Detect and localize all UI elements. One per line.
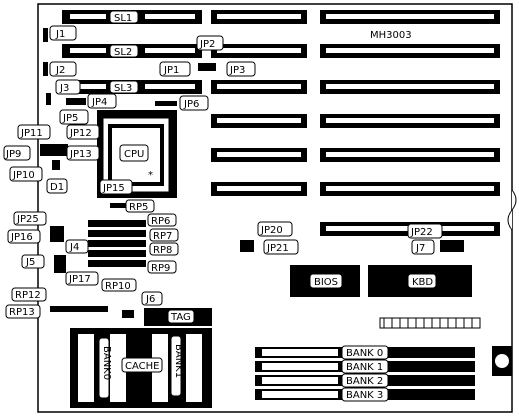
jumper-cluster-left: JP11 JP12 JP9 JP13 JP10 D1 bbox=[3, 124, 100, 194]
slot-sl2: SL2 bbox=[62, 44, 202, 58]
simm-bank-2: BANK 2 bbox=[255, 373, 475, 388]
jumper-jp22-j7: JP22 J7 bbox=[407, 223, 464, 255]
connector-j6-tag: J6 TAG bbox=[122, 291, 212, 326]
bank-3-label: BANK 3 bbox=[346, 390, 383, 401]
d1-label: D1 bbox=[50, 182, 64, 193]
board-model-label: MH3003 bbox=[370, 30, 412, 41]
connector-j2: J2 bbox=[43, 61, 77, 77]
resistor-pack-rp12-rp13: RP12 RP13 bbox=[5, 287, 108, 319]
cache-label: CACHE bbox=[125, 361, 159, 372]
jp1-label: JP1 bbox=[163, 65, 179, 76]
kbd-label: KBD bbox=[412, 277, 433, 288]
jp20-label: JP20 bbox=[260, 225, 283, 236]
jumper-jp15: JP15 bbox=[99, 179, 133, 208]
bios-chip: BIOS bbox=[290, 265, 360, 297]
slot-sl1: SL1 bbox=[62, 10, 202, 24]
slot-sl3: SL3 bbox=[62, 80, 202, 94]
j4-label: J4 bbox=[69, 242, 79, 253]
rp9-label: RP9 bbox=[151, 263, 170, 274]
bracket-notch bbox=[507, 189, 517, 231]
bank1-vertical-label: BANK1 bbox=[173, 344, 184, 378]
resistor-packs: RP5 RP6 RP7 RP8 RP9 RP10 bbox=[88, 199, 179, 292]
bank-2-label: BANK 2 bbox=[346, 376, 383, 387]
connector-j1: J1 bbox=[43, 25, 77, 42]
jumper-jp6: JP6 bbox=[155, 95, 209, 111]
j5-label: J5 bbox=[25, 257, 35, 268]
cpu-pin1-mark: * bbox=[148, 170, 153, 181]
expansion-slots-middle bbox=[211, 10, 307, 196]
jumper-jp5: JP5 bbox=[59, 109, 89, 125]
slot-sl2-label: SL2 bbox=[114, 47, 132, 58]
kbd-chip: KBD bbox=[368, 265, 472, 297]
bank-1-label: BANK 1 bbox=[346, 362, 383, 373]
jumper-cluster-lower-left: JP25 JP16 J4 J5 JP17 bbox=[7, 211, 99, 286]
jp10-label: JP10 bbox=[12, 170, 35, 181]
rp6-label: RP6 bbox=[151, 216, 170, 227]
jp16-label: JP16 bbox=[10, 232, 33, 243]
jp9-label: JP9 bbox=[5, 149, 21, 160]
jp4-label: JP4 bbox=[91, 97, 107, 108]
cache-banks: BANK0 BANK1 CACHE bbox=[70, 328, 212, 408]
jp3-label: JP3 bbox=[229, 65, 245, 76]
connector-j3: J3 bbox=[46, 79, 81, 105]
cpu-label: CPU bbox=[124, 149, 144, 160]
rp12-label: RP12 bbox=[15, 290, 41, 301]
jp21-label: JP21 bbox=[266, 243, 289, 254]
j6-label: J6 bbox=[145, 294, 155, 305]
simm-bank-0: BANK 0 bbox=[255, 345, 475, 360]
simm-bank-3: BANK 3 bbox=[255, 387, 475, 402]
header-strip bbox=[379, 317, 481, 329]
j7-label: J7 bbox=[415, 243, 425, 254]
slot-sl3-label: SL3 bbox=[114, 83, 132, 94]
keyboard-connector bbox=[492, 346, 512, 376]
jp12-label: JP12 bbox=[69, 128, 92, 139]
slot-sl1-label: SL1 bbox=[114, 13, 132, 24]
header-strip-pins bbox=[383, 318, 473, 328]
rp8-label: RP8 bbox=[153, 245, 172, 256]
bank0-vertical-label: BANK0 bbox=[101, 346, 112, 380]
j3-label: J3 bbox=[59, 83, 69, 94]
jp6-label: JP6 bbox=[183, 99, 199, 110]
board-outline bbox=[37, 3, 513, 413]
simm-bank-1: BANK 1 bbox=[255, 359, 475, 374]
jp25-label: JP25 bbox=[16, 214, 39, 225]
jumper-jp1-jp3: JP2 JP1 JP3 bbox=[159, 35, 256, 77]
expansion-slots-right bbox=[320, 10, 500, 236]
rp7-label: RP7 bbox=[153, 231, 172, 242]
j2-label: J2 bbox=[55, 65, 65, 76]
jp22-label: JP22 bbox=[410, 227, 433, 238]
jp15-label: JP15 bbox=[102, 183, 125, 194]
bios-label: BIOS bbox=[314, 277, 338, 288]
jp17-label: JP17 bbox=[68, 274, 91, 285]
jumper-jp4: JP4 bbox=[66, 93, 117, 109]
rp13-label: RP13 bbox=[9, 307, 35, 318]
jumper-jp20-jp21: JP20 JP21 bbox=[240, 221, 299, 255]
bank-0-label: BANK 0 bbox=[346, 348, 383, 359]
jp11-label: JP11 bbox=[20, 128, 43, 139]
rp10-label: RP10 bbox=[105, 281, 131, 292]
tag-label: TAG bbox=[170, 312, 191, 323]
jp13-label: JP13 bbox=[69, 149, 92, 160]
jp5-label: JP5 bbox=[62, 113, 78, 124]
j1-label: J1 bbox=[55, 29, 65, 40]
jp2-label: JP2 bbox=[199, 39, 215, 50]
rp5-label: RP5 bbox=[129, 202, 148, 213]
